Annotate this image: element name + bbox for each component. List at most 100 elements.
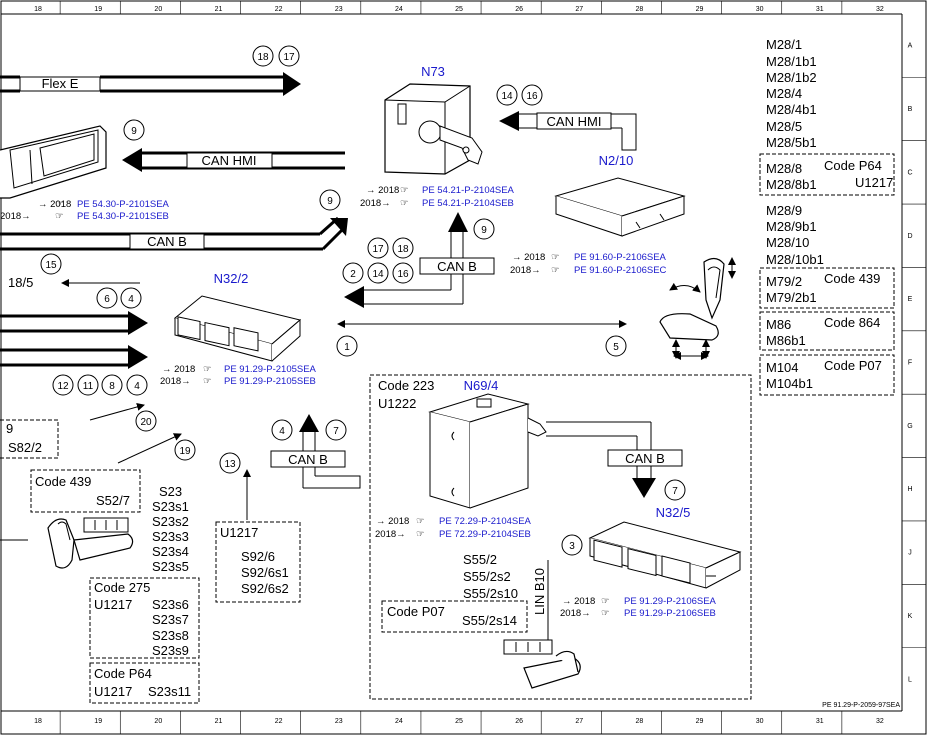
- svg-text:PE 72.29-P-2104SEB: PE 72.29-P-2104SEB: [439, 529, 531, 540]
- svg-text:18: 18: [257, 52, 269, 63]
- row-letter: E: [908, 296, 913, 303]
- svg-text:20: 20: [140, 417, 152, 428]
- svg-text:☞: ☞: [601, 596, 610, 607]
- svg-text:PE 54.21-P-2104SEB: PE 54.21-P-2104SEB: [422, 198, 514, 209]
- svg-text:CAN B: CAN B: [437, 259, 477, 274]
- svg-text:M28/4: M28/4: [766, 86, 802, 101]
- seat-adjust-icon: [659, 257, 736, 360]
- box-code-p64-left: Code P64 U1217 S23s11: [89, 662, 200, 704]
- svg-text:N32/5: N32/5: [656, 505, 691, 520]
- ref-72-29: → 2018 2018→ ☞ ☞ PE 72.29-P-2104SEA PE 7…: [375, 516, 532, 540]
- row-letter: A: [908, 43, 913, 50]
- display-unit-icon: [0, 125, 107, 199]
- svg-text:PE 91.60-P-2106SEA: PE 91.60-P-2106SEA: [574, 252, 667, 263]
- svg-text:S23: S23: [159, 484, 182, 499]
- svg-text:M28/1b1: M28/1b1: [766, 54, 817, 69]
- box-code-p07-center: Code P07 S55/2s14: [381, 600, 528, 633]
- svg-text:S23s7: S23s7: [152, 612, 189, 627]
- column-ticks: 1818191920202121222223232424252526262727…: [34, 1, 884, 734]
- circle-6: 6: [96, 287, 118, 309]
- svg-text:S55/2s14: S55/2s14: [462, 613, 517, 628]
- svg-text:M104b1: M104b1: [766, 376, 813, 391]
- svg-text:2018→: 2018→: [360, 198, 391, 209]
- svg-text:Code 439: Code 439: [824, 271, 880, 286]
- n73-module: N73: [384, 64, 483, 175]
- column-number: 23: [335, 718, 343, 725]
- svg-text:4: 4: [134, 381, 140, 392]
- column-number: 23: [335, 6, 343, 13]
- svg-text:U1217: U1217: [855, 175, 893, 190]
- svg-text:19: 19: [179, 446, 191, 457]
- svg-text:17: 17: [283, 52, 295, 63]
- n2-10-module: N2/10: [554, 153, 686, 237]
- column-number: 21: [215, 6, 223, 13]
- svg-text:6: 6: [104, 294, 110, 305]
- n69-4-module: N69/4: [428, 378, 547, 509]
- svg-text:14: 14: [501, 91, 513, 102]
- svg-text:7: 7: [672, 486, 678, 497]
- box-u1217-s92: 13 U1217 S92/6 S92/6s1 S92/6s2: [215, 452, 301, 603]
- svg-text:U1222: U1222: [378, 396, 416, 411]
- arrow-19: 19: [117, 433, 196, 464]
- column-number: 27: [575, 718, 583, 725]
- seat-switch-center-icon: [503, 639, 581, 689]
- svg-text:M28/10b1: M28/10b1: [766, 252, 824, 267]
- row-letter: L: [908, 676, 912, 683]
- svg-text:N2/10: N2/10: [599, 153, 634, 168]
- double-arrow-1-5: 1 5: [336, 320, 627, 357]
- column-number: 28: [636, 718, 644, 725]
- n32-5-module: N32/5 3: [561, 505, 742, 589]
- bus-arrows-to-n32-2: [0, 311, 148, 369]
- svg-text:2: 2: [350, 269, 356, 280]
- can-hmi-top-bus: 14 16 CAN HMI: [496, 84, 637, 151]
- svg-text:Code 439: Code 439: [35, 474, 91, 489]
- svg-text:13: 13: [224, 459, 236, 470]
- svg-text:CAN B: CAN B: [625, 451, 665, 466]
- column-number: 27: [575, 6, 583, 13]
- seat-switch-left-icon: [0, 517, 134, 569]
- svg-text:☞: ☞: [601, 608, 610, 619]
- svg-text:CAN B: CAN B: [288, 452, 328, 467]
- row-letter: G: [907, 423, 912, 430]
- svg-text:M28/5b1: M28/5b1: [766, 135, 817, 150]
- column-number: 20: [154, 718, 162, 725]
- svg-text:LIN B10: LIN B10: [532, 568, 547, 615]
- svg-text:U1217: U1217: [220, 525, 258, 540]
- svg-text:Code P64: Code P64: [94, 666, 152, 681]
- svg-text:2018→: 2018→: [560, 608, 591, 619]
- column-number: 32: [876, 718, 884, 725]
- column-number: 22: [275, 718, 283, 725]
- svg-text:M86b1: M86b1: [766, 333, 806, 348]
- svg-text:N73: N73: [421, 64, 445, 79]
- row-letter: K: [908, 613, 913, 620]
- svg-text:14: 14: [372, 269, 384, 280]
- ref-91-29-2106: → 2018 2018→ ☞ ☞ PE 91.29-P-2106SEA PE 9…: [560, 596, 717, 619]
- svg-text:S23s8: S23s8: [152, 628, 189, 643]
- svg-text:S92/6: S92/6: [241, 549, 275, 564]
- circle-8: 8: [101, 374, 123, 396]
- circle-18-top: 18: [252, 45, 274, 67]
- can-b-left-label: CAN B: [147, 234, 187, 249]
- svg-text:☞: ☞: [55, 211, 64, 222]
- column-number: 19: [94, 718, 102, 725]
- can-hmi-left-label: CAN HMI: [202, 153, 257, 168]
- svg-text:16: 16: [397, 269, 409, 280]
- circles-17-18-2-14-16: 17 18 2 14 16: [342, 237, 414, 284]
- circle-12: 12: [52, 374, 74, 396]
- column-number: 25: [455, 718, 463, 725]
- svg-text:☞: ☞: [551, 265, 560, 276]
- svg-text:2018→: 2018→: [375, 529, 406, 540]
- column-number: 30: [756, 6, 764, 13]
- svg-text:9: 9: [481, 225, 487, 236]
- svg-text:M28/8b1: M28/8b1: [766, 177, 817, 192]
- svg-text:S23s3: S23s3: [152, 529, 189, 544]
- svg-text:18/5: 18/5: [8, 275, 33, 290]
- can-b-left-bus: CAN B 9: [0, 189, 348, 251]
- ref-91-60: → 2018 2018→ ☞ ☞ PE 91.60-P-2106SEA PE 9…: [510, 252, 667, 276]
- svg-text:18: 18: [397, 244, 409, 255]
- circle-11: 11: [77, 374, 99, 396]
- svg-text:☞: ☞: [400, 185, 409, 196]
